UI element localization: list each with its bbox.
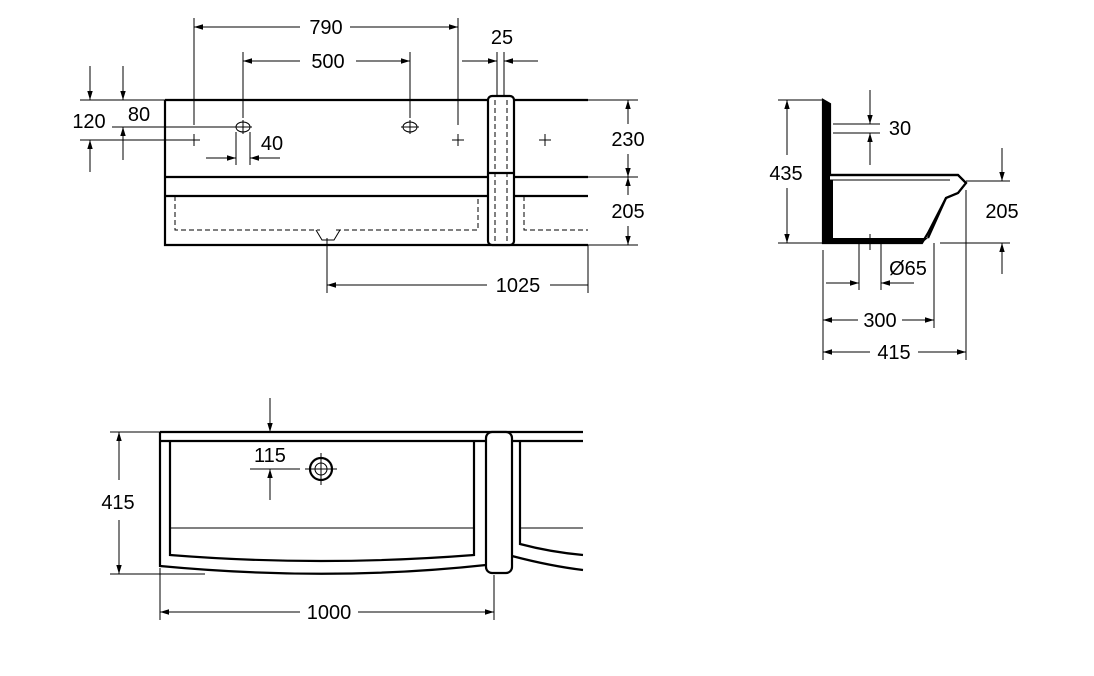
dim-415-side: 415	[877, 342, 910, 364]
tap-hole-right	[401, 120, 419, 134]
tap-hole-left	[234, 120, 252, 134]
top-view: 115 415 1000	[101, 398, 584, 624]
dim-415-top: 415	[101, 492, 134, 514]
front-view: 790 500 25 120 80 40 230	[72, 17, 644, 297]
dim-300: 300	[863, 310, 896, 332]
mounting-hole-3	[539, 134, 551, 146]
drain-outlet	[305, 453, 337, 485]
dim-1000: 1000	[307, 602, 352, 624]
dim-205-front: 205	[611, 201, 644, 223]
dim-30: 30	[889, 118, 911, 140]
mounting-hole-1	[188, 134, 200, 146]
dim-790: 790	[309, 17, 342, 39]
dim-diameter-65: Ø65	[889, 258, 927, 280]
dim-120: 120	[72, 111, 105, 133]
dim-40: 40	[261, 133, 283, 155]
dim-205-side: 205	[985, 201, 1018, 223]
dim-80: 80	[128, 104, 150, 126]
dim-500: 500	[311, 51, 344, 73]
dim-435: 435	[769, 163, 802, 185]
dim-25: 25	[491, 27, 513, 49]
dim-230: 230	[611, 129, 644, 151]
mounting-hole-2	[452, 134, 464, 146]
dim-1025: 1025	[496, 275, 541, 297]
dim-115: 115	[254, 445, 286, 467]
side-view: 435 30 205 Ø65 300 415	[769, 90, 1019, 364]
